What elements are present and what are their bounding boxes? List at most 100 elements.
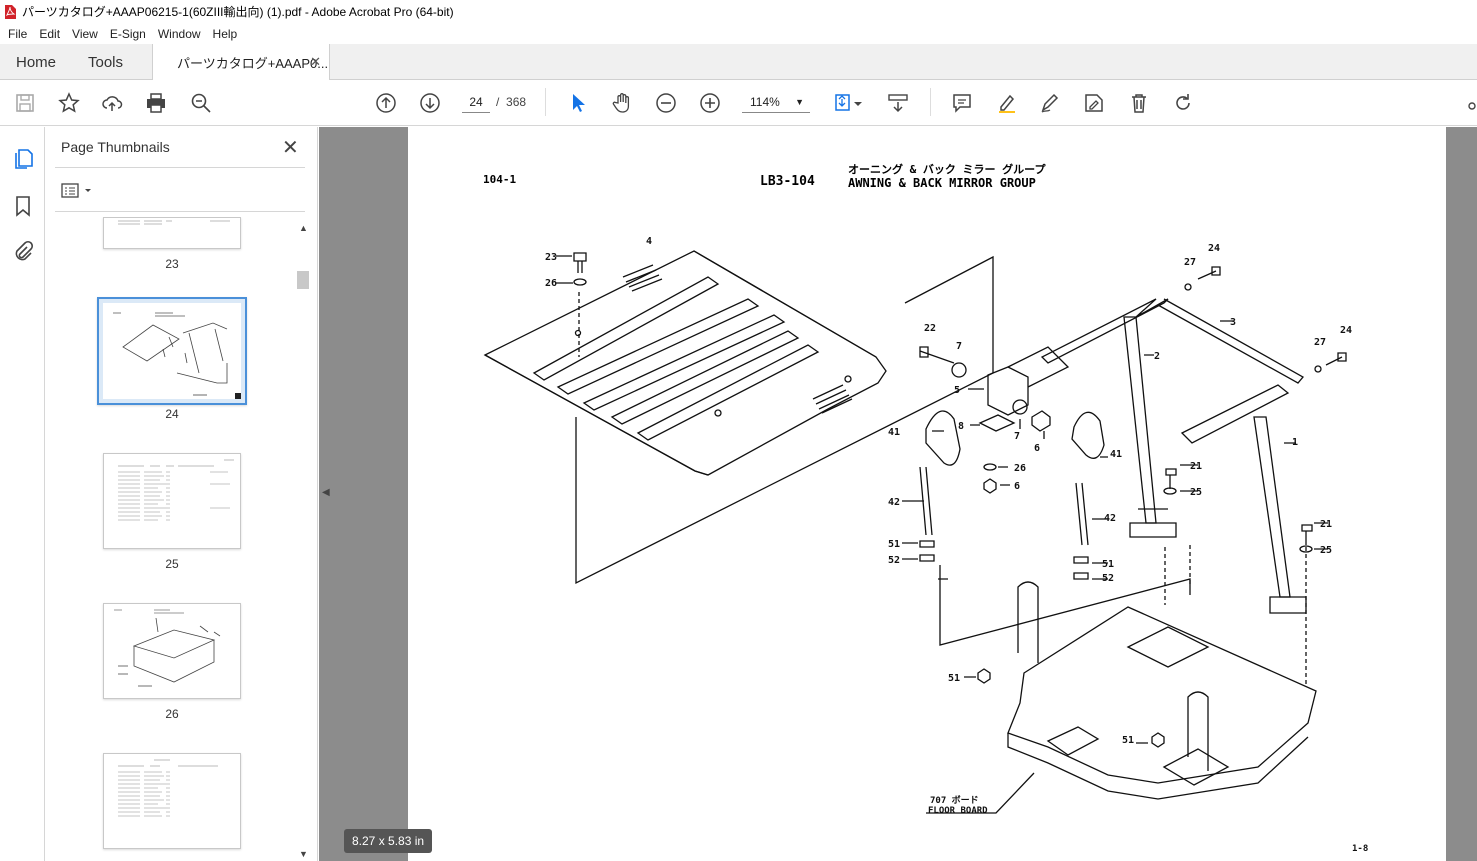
scroll-mode-icon[interactable] <box>886 91 910 115</box>
thumbnail-page-26[interactable] <box>103 603 241 699</box>
rotate-icon[interactable] <box>1171 91 1195 115</box>
callout: 8 <box>958 421 964 432</box>
tab-home[interactable]: Home <box>16 53 57 71</box>
page-reference: 104-1 <box>483 173 516 186</box>
thumbnail-resize-handle[interactable] <box>235 393 241 399</box>
callout: 41 <box>1110 449 1122 460</box>
floor-board <box>1007 606 1317 784</box>
scroll-down-icon[interactable]: ▼ <box>299 849 308 859</box>
thumbnail-preview <box>118 459 234 521</box>
thumbnail-scrollbar[interactable]: ▲ ▼ <box>297 223 309 859</box>
callout: 25 <box>1190 487 1202 498</box>
callout: 27 <box>1314 337 1326 348</box>
page-thumbnails-icon[interactable] <box>11 147 35 171</box>
page-size-badge: 8.27 x 5.83 in <box>344 829 433 853</box>
mirror-left <box>925 410 961 466</box>
thumbnail-preview <box>103 303 241 399</box>
thumbnail-page-27[interactable] <box>103 753 241 849</box>
scroll-up-icon[interactable]: ▲ <box>299 223 308 233</box>
window-title: パーツカタログ+AAAP06215-1(60ZIII輸出向) (1).pdf -… <box>22 5 454 19</box>
callout: 1 <box>1292 437 1298 448</box>
marquee-zoom-icon[interactable] <box>832 91 856 115</box>
group-title-jp: オーニング & バック ミラー グループ <box>848 162 1046 176</box>
callout: 21 <box>1320 519 1332 530</box>
menu-window[interactable]: Window <box>157 26 201 41</box>
tab-document[interactable]: パーツカタログ+AAAP0... ✕ <box>152 44 330 81</box>
bookmark-icon[interactable] <box>11 194 35 218</box>
callout: 42 <box>888 497 900 508</box>
highlight-icon[interactable] <box>995 91 1019 115</box>
frame-post-2 <box>1123 316 1157 524</box>
save-icon[interactable] <box>13 91 37 115</box>
callout: 26 <box>1014 463 1026 474</box>
toolbar-divider <box>930 88 931 116</box>
callout: 51 <box>1122 735 1134 746</box>
current-page-input[interactable]: 24 <box>462 91 490 113</box>
callout: 5 <box>954 385 960 396</box>
callout: 26 <box>545 278 557 289</box>
callout: 6 <box>1034 443 1040 454</box>
page-separator: / <box>496 95 500 109</box>
more-tools-icon[interactable] <box>1466 91 1477 115</box>
zoom-search-icon[interactable] <box>189 91 213 115</box>
menu-view[interactable]: View <box>72 26 98 41</box>
page-down-icon[interactable] <box>418 91 442 115</box>
thumbnail-page-number: 24 <box>165 407 179 421</box>
main-toolbar: 24 / 368 114%▼ <box>0 80 1477 126</box>
sign-icon[interactable] <box>1038 91 1062 115</box>
menu-esign[interactable]: E-Sign <box>109 26 146 41</box>
tab-bar: Home Tools パーツカタログ+AAAP0... ✕ <box>0 44 1477 81</box>
page-count: / 368 <box>496 95 526 109</box>
comment-icon[interactable] <box>950 91 974 115</box>
pdf-file-icon <box>5 4 16 19</box>
upload-icon[interactable] <box>100 91 124 115</box>
callout: 22 <box>924 323 936 334</box>
callout: 7 <box>1014 431 1020 442</box>
edit-icon[interactable] <box>1082 91 1106 115</box>
collapse-panel-icon[interactable]: ◀ <box>322 487 330 498</box>
star-icon[interactable] <box>57 91 81 115</box>
thumbnails-panel: Page Thumbnails ✕ 23 24 <box>45 127 318 861</box>
callout: 52 <box>1102 573 1114 584</box>
thumbnail-page-24[interactable] <box>97 297 247 405</box>
navigation-rail <box>0 127 45 861</box>
title-bar: パーツカタログ+AAAP06215-1(60ZIII輸出向) (1).pdf -… <box>0 0 1477 23</box>
hand-icon[interactable] <box>610 91 634 115</box>
thumbnail-page-25[interactable] <box>103 453 241 549</box>
parts-diagram: 104-1 LB3-104 オーニング & バック ミラー グループ AWNIN… <box>483 162 1368 854</box>
menu-help[interactable]: Help <box>212 26 238 41</box>
bracket-5 <box>987 366 1029 416</box>
pdf-page: 104-1 LB3-104 オーニング & バック ミラー グループ AWNIN… <box>408 127 1446 861</box>
print-icon[interactable] <box>144 91 168 115</box>
close-tab-icon[interactable]: ✕ <box>310 54 321 69</box>
thumbnail-preview <box>118 759 218 817</box>
delete-icon[interactable] <box>1127 91 1151 115</box>
tab-tools[interactable]: Tools <box>88 53 124 71</box>
thumbnail-preview <box>114 609 221 687</box>
callout: 42 <box>1104 513 1116 524</box>
callout: 4 <box>646 236 652 247</box>
marquee-zoom-caret-icon[interactable] <box>852 91 864 115</box>
callout: 51 <box>1102 559 1114 570</box>
zoom-in-icon[interactable] <box>698 91 722 115</box>
thumbnail-page-number: 23 <box>165 257 179 271</box>
zoom-out-icon[interactable] <box>654 91 678 115</box>
thumbnail-page-23[interactable] <box>103 217 241 249</box>
zoom-level-select[interactable]: 114%▼ <box>742 91 810 113</box>
page-up-icon[interactable] <box>374 91 398 115</box>
menu-file[interactable]: File <box>8 26 28 41</box>
group-code: LB3-104 <box>760 174 815 189</box>
callout: 51 <box>948 673 960 684</box>
total-pages: 368 <box>506 95 527 109</box>
callout: 41 <box>888 427 900 438</box>
thumbnail-scroll-thumb[interactable] <box>297 271 309 289</box>
tab-document-label: パーツカタログ+AAAP0... <box>177 56 329 71</box>
attachment-icon[interactable] <box>11 240 35 264</box>
close-panel-icon[interactable]: ✕ <box>282 137 299 159</box>
thumbnail-options-button[interactable] <box>61 181 101 201</box>
callout: 52 <box>888 555 900 566</box>
callout: 6 <box>1014 481 1020 492</box>
cursor-icon[interactable] <box>566 91 590 115</box>
callout: 24 <box>1340 325 1352 336</box>
menu-edit[interactable]: Edit <box>39 26 61 41</box>
